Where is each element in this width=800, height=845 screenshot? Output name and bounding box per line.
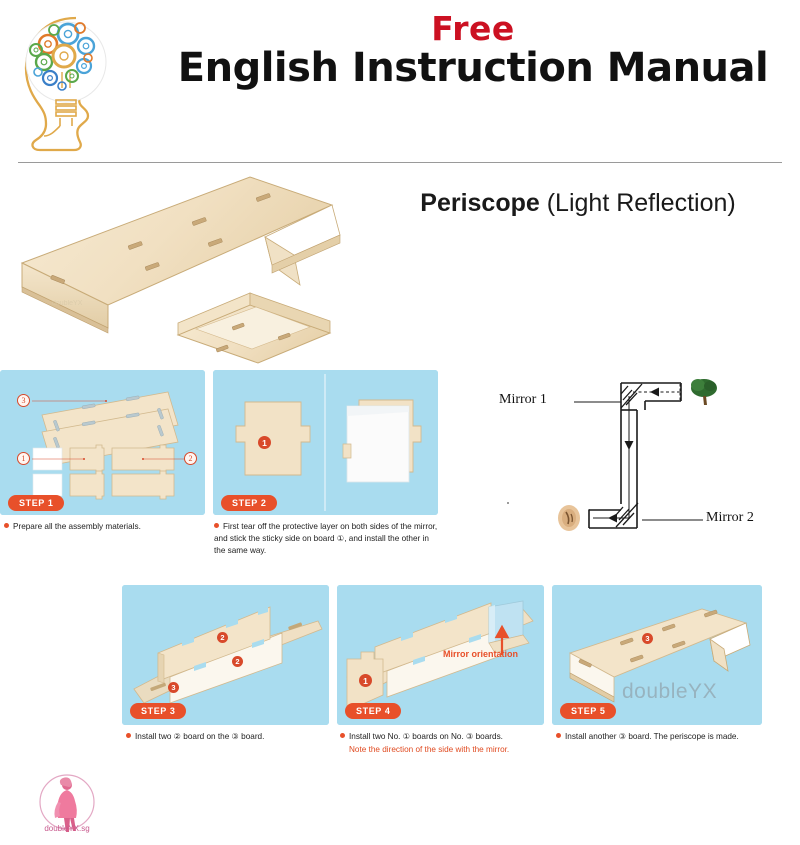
product-subtitle: (Light Reflection) bbox=[539, 189, 736, 217]
part-callout-2: 2 bbox=[217, 632, 228, 643]
free-label: Free bbox=[431, 9, 515, 48]
mirror-orientation-annotation: Mirror orientation bbox=[443, 649, 519, 659]
step-5-watermark: doubleYX bbox=[622, 680, 718, 703]
step-3-badge: STEP 3 bbox=[130, 703, 187, 719]
step-3-caption: Install two ② board on the ③ board. bbox=[126, 731, 326, 743]
step-1-caption: Prepare all the assembly materials. bbox=[4, 521, 204, 533]
step-5-image bbox=[552, 585, 762, 725]
step-2-panel: 1 STEP 2 bbox=[213, 370, 438, 515]
step-4-image bbox=[337, 585, 544, 725]
mirror-1-label: Mirror 1 bbox=[499, 392, 547, 407]
part-callout-3: 3 bbox=[17, 394, 30, 407]
step-5-caption: Install another ③ board. The periscope i… bbox=[556, 731, 786, 743]
mirror-2-label: Mirror 2 bbox=[706, 510, 754, 525]
product-name: Periscope bbox=[420, 189, 540, 217]
light-path-diagram: Mirror 1 Mirror 2 bbox=[490, 370, 800, 545]
step-2-caption: First tear off the protective layer on b… bbox=[214, 521, 442, 557]
step-1-image bbox=[0, 370, 205, 515]
part-callout-1: 1 bbox=[258, 436, 271, 449]
steps-row-top: 3 1 2 STEP 1 Prepare all the assembly ma… bbox=[0, 370, 800, 585]
bullet-icon bbox=[214, 523, 219, 528]
step-2-image bbox=[213, 370, 438, 515]
part-callout-3: 3 bbox=[168, 682, 179, 693]
step-1-badge: STEP 1 bbox=[8, 495, 65, 511]
step-3-panel: 2 2 3 STEP 3 bbox=[122, 585, 329, 725]
step-5-badge: STEP 5 bbox=[560, 703, 617, 719]
part-callout-1: 1 bbox=[17, 452, 30, 465]
step-3-caption-text: Install two ② board on the ③ board. bbox=[135, 732, 265, 741]
steps-row-bottom: 2 2 3 STEP 3 Install two ② board on the … bbox=[0, 585, 800, 770]
bullet-icon bbox=[556, 733, 561, 738]
step-1-caption-text: Prepare all the assembly materials. bbox=[13, 522, 141, 531]
part-callout-3: 3 bbox=[642, 633, 653, 644]
tree-icon bbox=[691, 379, 717, 405]
footer-logo-text: doubleYX.sg bbox=[44, 824, 90, 833]
step-2-caption-text: First tear off the protective layer on b… bbox=[214, 522, 438, 555]
bullet-icon bbox=[340, 733, 345, 738]
part-callout-2: 2 bbox=[184, 452, 197, 465]
header-text-block: Free English Instruction Manual bbox=[150, 12, 796, 91]
woman-silhouette-icon bbox=[54, 777, 77, 832]
bullet-icon bbox=[126, 733, 131, 738]
part-callout-2-b: 2 bbox=[232, 656, 243, 667]
footer-logo: doubleYX.sg bbox=[8, 772, 126, 840]
product-title: Periscope (Light Reflection) bbox=[368, 189, 788, 218]
page-title: English Instruction Manual bbox=[177, 45, 769, 91]
brain-gears-lightbulb-icon bbox=[14, 10, 134, 155]
hero-section: doubleYX Periscope (Light Reflection) bbox=[0, 165, 800, 370]
step-3-image bbox=[122, 585, 329, 725]
step-1-panel: 3 1 2 STEP 1 bbox=[0, 370, 205, 515]
part-callout-1: 1 bbox=[359, 674, 372, 687]
step-5-panel: 3 doubleYX STEP 5 bbox=[552, 585, 762, 725]
header-divider bbox=[18, 162, 782, 163]
bullet-icon bbox=[4, 523, 9, 528]
step-4-panel: 1 Mirror orientation STEP 4 bbox=[337, 585, 544, 725]
eye-icon bbox=[558, 505, 580, 531]
page-header: Free English Instruction Manual bbox=[0, 0, 800, 165]
step-4-badge: STEP 4 bbox=[345, 703, 402, 719]
step-2-badge: STEP 2 bbox=[221, 495, 278, 511]
step-4-caption-text: Install two No. ① boards on No. ③ boards… bbox=[349, 732, 503, 741]
product-photo: doubleYX bbox=[0, 165, 360, 365]
step-4-caption: Install two No. ① boards on No. ③ boards… bbox=[340, 731, 545, 756]
step-5-caption-text: Install another ③ board. The periscope i… bbox=[565, 732, 739, 741]
step-4-note: Note the direction of the side with the … bbox=[349, 744, 510, 754]
svg-text:doubleYX: doubleYX bbox=[52, 300, 83, 307]
